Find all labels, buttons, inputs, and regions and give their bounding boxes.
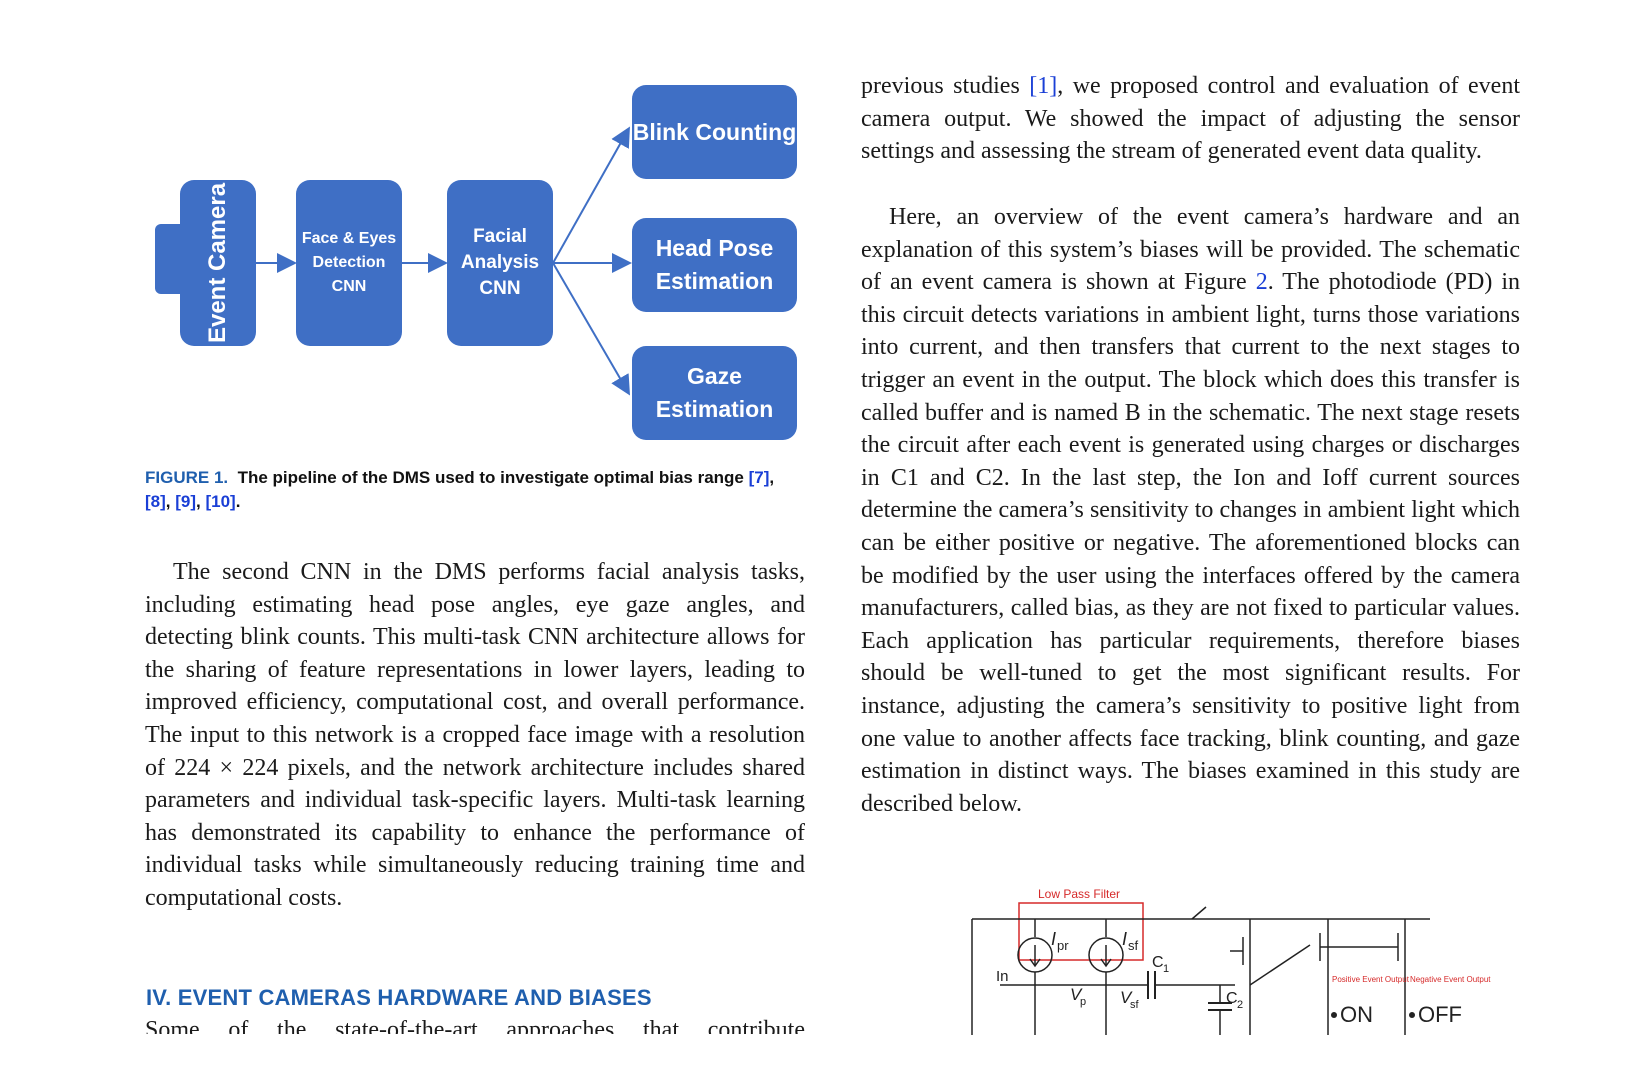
blink-counting-label: Blink Counting bbox=[632, 118, 797, 145]
caption-ref[interactable]: [10] bbox=[205, 492, 236, 511]
isf-sub: sf bbox=[1128, 938, 1139, 953]
event-camera-box: Event Camera bbox=[180, 180, 256, 346]
caption-ref[interactable]: [9] bbox=[175, 492, 197, 511]
negative-output-label: Negative Event Output bbox=[1410, 975, 1491, 984]
citation-link[interactable]: [1] bbox=[1029, 73, 1058, 99]
caption-ref[interactable]: [8] bbox=[145, 492, 166, 511]
off-label: OFF bbox=[1418, 1002, 1462, 1027]
vsf-label: V bbox=[1120, 988, 1133, 1007]
gaze-estimation-box: Gaze Estimation bbox=[632, 346, 797, 440]
event-camera-schematic: Low Pass Filter I pr I sf In V p V sf C … bbox=[960, 885, 1520, 1035]
vp-sub: p bbox=[1080, 996, 1086, 1008]
vp-label: V bbox=[1070, 985, 1083, 1004]
c1-label: C bbox=[1152, 954, 1164, 971]
on-label: ON bbox=[1340, 1002, 1373, 1027]
face-eyes-detection-label: Face & Eyes Detection CNN bbox=[301, 230, 397, 295]
right-paragraph-1: previous studies [1], we proposed contro… bbox=[861, 70, 1520, 168]
event-camera-label: Event Camera bbox=[204, 182, 232, 344]
positive-output-label: Positive Event Output bbox=[1332, 975, 1410, 984]
caption-text: The pipeline of the DMS used to investig… bbox=[237, 468, 744, 487]
head-pose-label: Head Pose Estimation bbox=[655, 235, 774, 294]
vsf-sub: sf bbox=[1130, 999, 1140, 1011]
figure-1-caption: FIGURE 1. The pipeline of the DMS used t… bbox=[145, 468, 775, 511]
figure-link[interactable]: 2 bbox=[1255, 269, 1268, 296]
left-paragraph: The second CNN in the DMS performs facia… bbox=[145, 559, 805, 911]
section-heading: IV. EVENT CAMERAS HARDWARE AND BIASES bbox=[146, 985, 652, 1010]
in-label: In bbox=[996, 968, 1009, 985]
caption-ref[interactable]: [7] bbox=[748, 468, 770, 487]
truncated-line: Some of the state-of-the-art approaches … bbox=[145, 1017, 805, 1034]
low-pass-filter-box bbox=[1018, 902, 1144, 961]
caption-label: FIGURE 1. bbox=[145, 468, 229, 487]
face-eyes-detection-box: Face & Eyes Detection CNN bbox=[296, 180, 402, 346]
schematic-drawing: Low Pass Filter I pr I sf In V p V sf C … bbox=[971, 887, 1491, 1035]
ipr-sub: pr bbox=[1057, 938, 1069, 953]
text: Here, an overview of the event camera’s … bbox=[861, 204, 1520, 296]
text: . The photodiode (PD) in this circuit de… bbox=[861, 269, 1521, 817]
c1-sub: 1 bbox=[1163, 963, 1169, 975]
c2-label: C bbox=[1226, 990, 1238, 1007]
facial-analysis-label: Facial Analysis CNN bbox=[460, 226, 540, 299]
head-pose-box: Head Pose Estimation bbox=[632, 218, 797, 312]
figure-1-pipeline: Event Camera Face & Eyes Detection CNN F… bbox=[150, 80, 797, 440]
filter-label: Low Pass Filter bbox=[1038, 887, 1120, 901]
svg-text:I: I bbox=[1122, 929, 1127, 949]
text: , we proposed control and evaluation of … bbox=[861, 73, 1520, 165]
right-paragraph-2: Here, an overview of the event camera’s … bbox=[861, 201, 1520, 820]
pipeline-arrows bbox=[256, 126, 632, 396]
text: previous studies bbox=[861, 73, 1030, 99]
blink-counting-box: Blink Counting bbox=[632, 85, 797, 179]
facial-analysis-box: Facial Analysis CNN bbox=[447, 180, 553, 346]
svg-text:I: I bbox=[1051, 929, 1056, 949]
gaze-estimation-label: Gaze Estimation bbox=[655, 363, 774, 422]
c2-sub: 2 bbox=[1237, 999, 1243, 1011]
